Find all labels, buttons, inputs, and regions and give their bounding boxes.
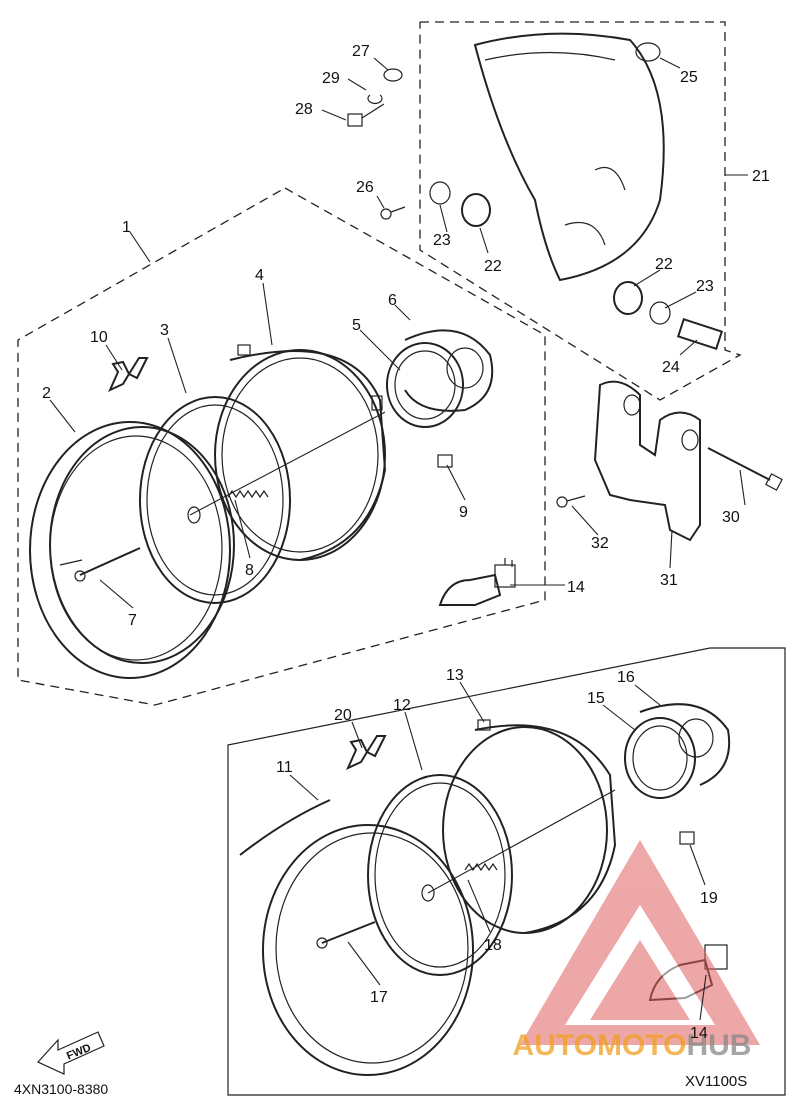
leader-lines (49, 57, 748, 1021)
callout-1: 1 (122, 219, 131, 236)
gasket-3 (139, 396, 291, 604)
screw-7 (74, 547, 141, 582)
variant-boundary (227, 647, 786, 1096)
callout-6: 6 (388, 292, 397, 309)
callout-32: 32 (591, 535, 609, 552)
callout-30: 30 (722, 509, 740, 526)
group-boundaries (17, 21, 786, 1096)
socket-cover-6 (404, 329, 494, 412)
callout-23b: 23 (696, 278, 714, 295)
callout-16: 16 (617, 669, 635, 686)
callout-labels: 1 2 3 4 5 6 7 8 9 10 11 12 13 14 14 15 1… (42, 43, 770, 1042)
headlight-assembly-lower (239, 703, 731, 1076)
assembly-1-boundary (17, 187, 546, 706)
callout-29: 29 (322, 70, 340, 87)
bracket-group (556, 380, 783, 542)
bolt-28 (347, 103, 385, 127)
callout-24: 24 (662, 359, 680, 376)
callout-10: 10 (90, 329, 108, 346)
spring-8 (189, 411, 386, 516)
callout-21: 21 (752, 168, 770, 185)
callout-14a: 14 (567, 579, 585, 596)
callout-4: 4 (255, 267, 264, 284)
bolt-26 (380, 206, 406, 220)
callout-25: 25 (680, 69, 698, 86)
clip-19 (679, 831, 695, 845)
gasket-12 (367, 774, 513, 976)
callout-7: 7 (128, 612, 137, 629)
callout-22b: 22 (655, 256, 673, 273)
watermark-logo (520, 840, 760, 1045)
callout-2: 2 (42, 385, 51, 402)
bracket-31 (593, 380, 701, 542)
watermark-text-part1: AUTOMOTO (513, 1029, 687, 1062)
bushing-22a (461, 193, 491, 227)
callout-8: 8 (245, 562, 254, 579)
clip-10 (108, 357, 149, 393)
fwd-arrow-icon: FWD (37, 1031, 105, 1075)
callout-28: 28 (295, 101, 313, 118)
clip-20 (346, 735, 387, 771)
callout-5: 5 (352, 317, 361, 334)
bolt-32 (556, 495, 586, 508)
callout-22a: 22 (484, 258, 502, 275)
collar-24 (676, 318, 724, 350)
watermark-text: AUTOMOTOHUB (513, 1029, 752, 1062)
callout-15: 15 (587, 690, 605, 707)
headlight-assembly-upper (29, 329, 516, 679)
callout-19: 19 (700, 890, 718, 907)
grommet-25 (635, 42, 661, 62)
bolt-30 (707, 447, 783, 491)
bushing-22b (613, 281, 643, 315)
screw-17 (316, 921, 376, 949)
callout-23a: 23 (433, 232, 451, 249)
rim-2 (29, 421, 235, 679)
callout-17: 17 (370, 989, 388, 1006)
bulb-14-upper (438, 558, 516, 606)
washer-27 (383, 68, 403, 82)
rim-11 (239, 799, 474, 1076)
collar-23a (429, 181, 451, 205)
watermark-text-part2: HUB (686, 1029, 751, 1062)
socket-cover-15 (624, 717, 696, 799)
model-code: XV1100S (685, 1073, 747, 1090)
callout-3: 3 (160, 322, 169, 339)
clip-9 (437, 454, 453, 468)
reflector-13 (442, 719, 617, 934)
callout-13: 13 (446, 667, 464, 684)
callout-27: 27 (352, 43, 370, 60)
callout-9: 9 (459, 504, 468, 521)
callout-18: 18 (484, 937, 502, 954)
callout-20: 20 (334, 707, 352, 724)
spring-18 (427, 789, 616, 894)
callout-12: 12 (393, 697, 411, 714)
reflector-4 (214, 344, 387, 561)
callout-31: 31 (660, 572, 678, 589)
housing-21-boundary (419, 21, 742, 401)
callout-14b: 14 (690, 1025, 708, 1042)
callout-26: 26 (356, 179, 374, 196)
document-code: 4XN3100-8380 (14, 1081, 108, 1097)
socket-cover-16 (639, 703, 731, 786)
collar-23b (649, 301, 671, 325)
housing-21 (347, 32, 724, 350)
lockwasher-29 (367, 94, 383, 105)
callout-11: 11 (276, 759, 293, 776)
